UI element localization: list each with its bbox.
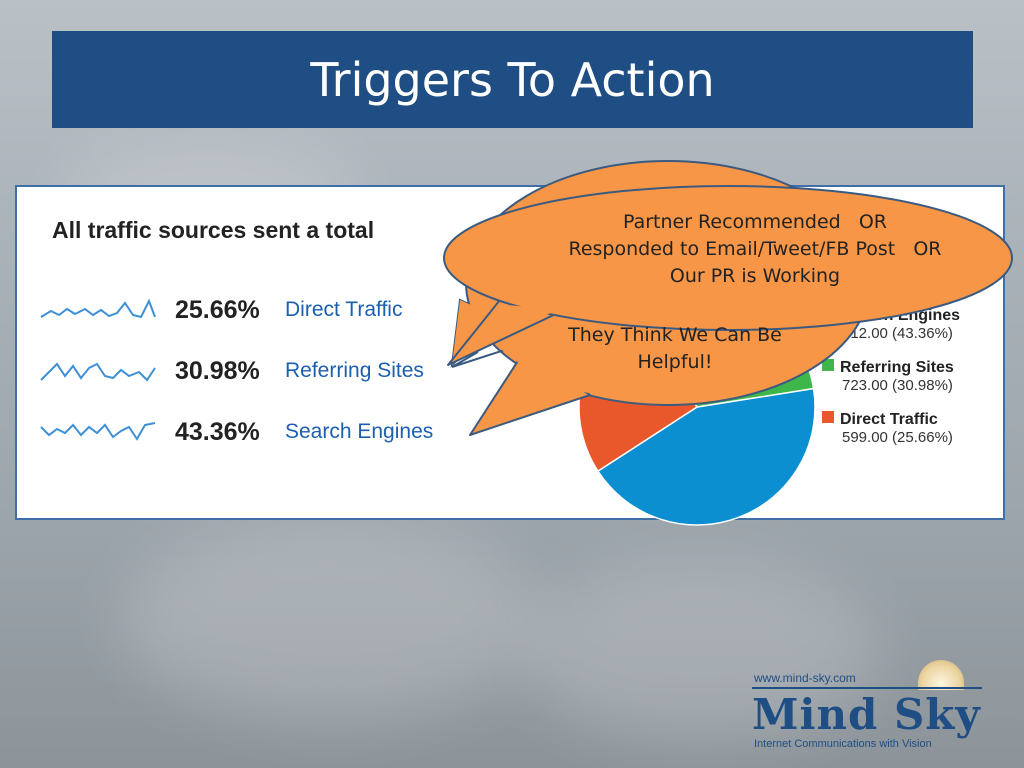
sparkline-icon — [40, 422, 156, 441]
legend-item-referring: Referring Sites 723.00 (30.98%) — [822, 359, 954, 394]
legend-label: Direct Traffic — [840, 411, 938, 428]
mind-sky-logo: www.mind-sky.com Mind Sky Internet Commu… — [752, 660, 984, 752]
sparkline-icon — [40, 298, 156, 319]
traffic-sources-panel: All traffic sources sent a total 25.66% … — [15, 185, 1005, 526]
callout-front-text: Partner Recommended OR Responded to Emai… — [568, 211, 942, 287]
sparkline-icon — [40, 362, 156, 382]
source-row-search: 43.36% Search Engines — [39, 414, 433, 450]
slide-title: Triggers To Action — [310, 52, 715, 107]
legend-item-direct: Direct Traffic 599.00 (25.66%) — [822, 411, 953, 446]
source-link-search-engines[interactable]: Search Engines — [285, 420, 434, 443]
sun-icon — [918, 660, 964, 690]
logo-divider — [752, 687, 982, 689]
source-percent: 25.66% — [175, 295, 260, 324]
source-percent: 43.36% — [175, 417, 260, 446]
legend-value: 012.00 (43.36%) — [842, 325, 953, 342]
legend-value: 599.00 (25.66%) — [842, 429, 953, 446]
callout-front-ellipse — [443, 185, 1013, 331]
logo-url: www.mind-sky.com — [754, 671, 856, 685]
source-row-referring: 30.98% Referring Sites — [39, 353, 424, 389]
source-link-direct-traffic[interactable]: Direct Traffic — [285, 298, 403, 321]
legend-label: Referring Sites — [840, 359, 954, 376]
legend-swatch — [822, 411, 834, 423]
title-bar: Triggers To Action — [52, 31, 973, 128]
legend-value: 723.00 (30.98%) — [842, 377, 953, 394]
pie-slice-search-engines — [596, 387, 816, 526]
logo-tagline: Internet Communications with Vision — [754, 738, 932, 750]
source-link-referring-sites[interactable]: Referring Sites — [285, 359, 424, 382]
source-percent: 30.98% — [175, 356, 260, 385]
panel-heading: All traffic sources sent a total — [52, 217, 375, 243]
callout-back-tail — [451, 344, 521, 368]
legend-swatch — [822, 359, 834, 371]
source-row-direct: 25.66% Direct Traffic — [39, 292, 402, 328]
logo-name: Mind Sky — [752, 690, 981, 739]
callout-back-text: They Think We Can Be Helpful! — [568, 324, 782, 373]
